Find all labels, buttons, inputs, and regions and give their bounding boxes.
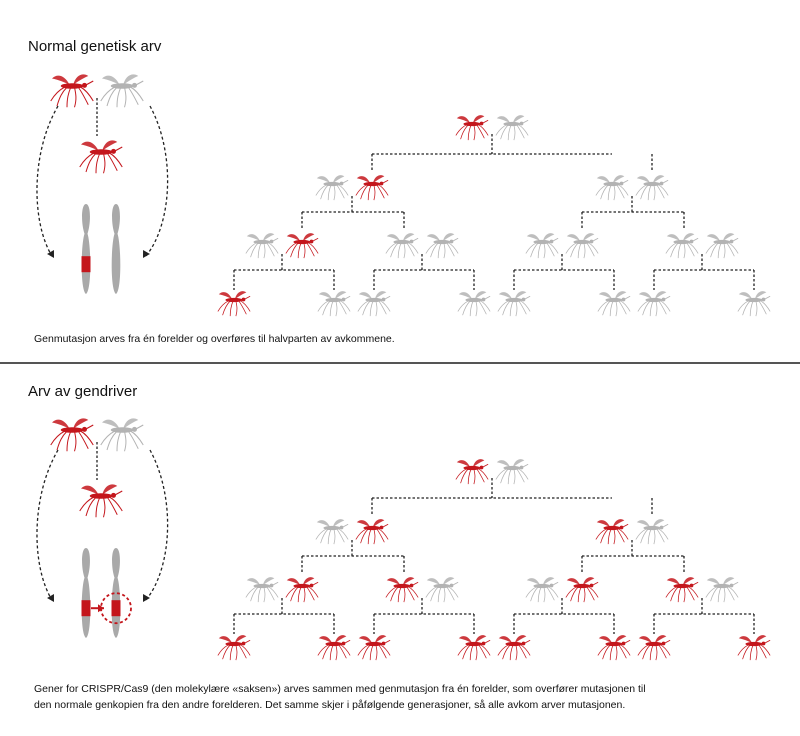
caption-drive: Gener for CRISPR/Cas9 (den molekylære «s… bbox=[34, 681, 646, 713]
tree-1-root-left bbox=[455, 459, 489, 485]
arrow-right-head-1 bbox=[143, 593, 150, 602]
arrow-right-0 bbox=[145, 105, 169, 257]
tree-1-gen3-1-right bbox=[425, 577, 459, 603]
tree-0-gen4-1-icon bbox=[317, 291, 351, 317]
tree-1-gen3-1-left bbox=[385, 577, 419, 603]
parent-1-mutant-icon bbox=[50, 418, 94, 452]
chromosome-left-0 bbox=[81, 204, 91, 294]
child-1-icon bbox=[79, 484, 123, 518]
section-title-drive: Arv av gendriver bbox=[28, 383, 138, 400]
tree-0-gen4-5-icon bbox=[597, 291, 631, 317]
caption-normal: Genmutasjon arves fra én forelder og ove… bbox=[34, 333, 395, 345]
parent-0-mutant-icon bbox=[50, 74, 94, 108]
tree-0-gen4-6-icon bbox=[637, 291, 671, 317]
arrow-left-head-1 bbox=[47, 593, 54, 602]
tree-0-gen2-1-left bbox=[595, 175, 629, 201]
parent-1-normal-icon bbox=[100, 418, 144, 452]
arrow-left-1 bbox=[36, 449, 59, 601]
chromosome-right-0 bbox=[111, 204, 121, 294]
tree-0-gen4-3-icon bbox=[457, 291, 491, 317]
arrow-right-1 bbox=[145, 449, 169, 601]
tree-1-gen4-2-icon bbox=[357, 635, 391, 661]
tree-1-gen3-0-left bbox=[245, 577, 279, 603]
tree-1-gen2-0-left bbox=[315, 519, 349, 545]
tree-0-gen3-3-right bbox=[705, 233, 739, 259]
tree-1-gen3-0-right bbox=[285, 577, 319, 603]
tree-1-gen4-4-icon bbox=[497, 635, 531, 661]
tree-0-gen2-0-right bbox=[355, 175, 389, 201]
parent-0-normal-icon bbox=[100, 74, 144, 108]
tree-0-gen3-2-left bbox=[525, 233, 559, 259]
tree-1-gen4-5-icon bbox=[597, 635, 631, 661]
arrow-right-head-0 bbox=[143, 249, 150, 258]
tree-0-gen2-0-left bbox=[315, 175, 349, 201]
tree-0-gen3-0-left bbox=[245, 233, 279, 259]
tree-1-gen2-1-left bbox=[595, 519, 629, 545]
tree-1-gen4-7-icon bbox=[737, 635, 771, 661]
target-circle bbox=[100, 592, 132, 625]
tree-1-gen2-0-right bbox=[355, 519, 389, 545]
tree-0-gen3-0-right bbox=[285, 233, 319, 259]
tree-1-gen4-0-icon bbox=[217, 635, 251, 661]
tree-0-gen4-7-icon bbox=[737, 291, 771, 317]
chromosome-left-1 bbox=[81, 548, 91, 638]
caption-drive-line-2: den normale genkopien fra den andre fore… bbox=[34, 699, 626, 711]
tree-1-gen4-6-icon bbox=[637, 635, 671, 661]
tree-1-gen3-3-right bbox=[705, 577, 739, 603]
tree-1-gen2-1-right bbox=[635, 519, 669, 545]
tree-1-gen3-2-right bbox=[565, 577, 599, 603]
tree-0-root-left bbox=[455, 115, 489, 141]
tree-1-gen4-1-icon bbox=[317, 635, 351, 661]
caption-drive-line-1: Gener for CRISPR/Cas9 (den molekylære «s… bbox=[34, 683, 646, 695]
tree-0-gen3-1-right bbox=[425, 233, 459, 259]
arrow-left-head-0 bbox=[47, 249, 54, 258]
child-0-icon bbox=[79, 140, 123, 174]
tree-0-root-right bbox=[495, 115, 529, 141]
arrow-left-0 bbox=[36, 105, 59, 257]
tree-0-gen3-2-right bbox=[565, 233, 599, 259]
tree-0-gen3-3-left bbox=[665, 233, 699, 259]
tree-0-gen4-0-icon bbox=[217, 291, 251, 317]
chromosome-right-1 bbox=[111, 548, 121, 638]
section-title-normal: Normal genetisk arv bbox=[28, 38, 162, 55]
tree-0-gen4-2-icon bbox=[357, 291, 391, 317]
tree-1-root-right bbox=[495, 459, 529, 485]
tree-1-gen3-3-left bbox=[665, 577, 699, 603]
tree-1-gen3-2-left bbox=[525, 577, 559, 603]
tree-1-gen4-3-icon bbox=[457, 635, 491, 661]
tree-0-gen4-4-icon bbox=[497, 291, 531, 317]
tree-0-gen3-1-left bbox=[385, 233, 419, 259]
tree-0-gen2-1-right bbox=[635, 175, 669, 201]
section-divider bbox=[0, 362, 800, 364]
